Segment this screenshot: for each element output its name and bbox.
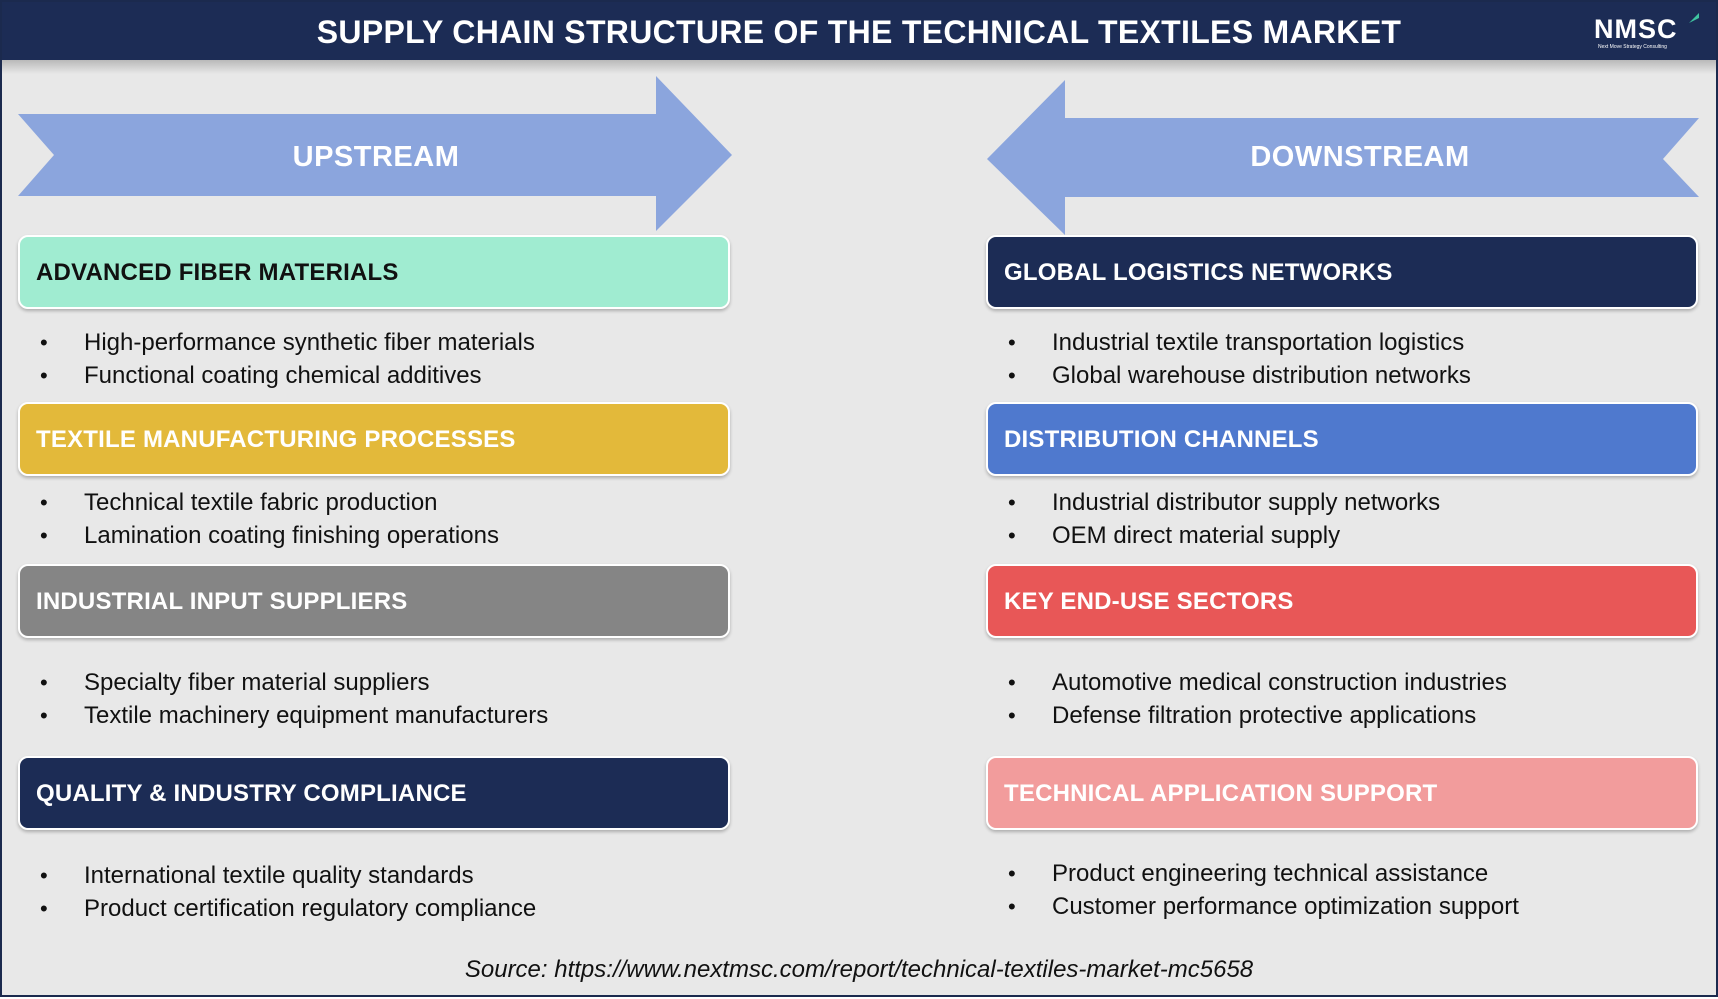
advanced-fiber-bullets: • High-performance synthetic fiber materi… — [18, 326, 535, 392]
quality-compliance-bullets: • International textile quality standards… — [18, 859, 536, 925]
downstream-box-global-logistics-networks: GLOBAL LOGISTICS NETWORKS — [986, 235, 1698, 309]
list-item: • High-performance synthetic fiber materi… — [18, 326, 535, 359]
bullet-text: Defense filtration protective applicatio… — [1052, 702, 1477, 729]
downstream-box-technical-application-support: TECHNICAL APPLICATION SUPPORT — [986, 756, 1698, 830]
logo-text: NMSC — [1594, 14, 1678, 44]
list-item: • Global warehouse distribution networks — [986, 359, 1471, 392]
upstream-box-textile-manufacturing-processes: TEXTILE MANUFACTURING PROCESSES — [18, 402, 730, 476]
bullet-text: Global warehouse distribution networks — [1052, 362, 1471, 389]
bullet-text: Industrial textile transportation logist… — [1052, 329, 1465, 356]
bullet-text: OEM direct material supply — [1052, 522, 1341, 549]
list-item: • International textile quality standards — [18, 859, 536, 892]
distribution-channels-bullets: •Industrial distributor supply networks … — [986, 486, 1440, 552]
bullet-text: Specialty fiber material suppliers — [84, 669, 430, 696]
downstream-box-distribution-channels: DISTRIBUTION CHANNELS — [986, 402, 1698, 476]
bullet-text: Textile machinery equipment manufacturer… — [84, 702, 549, 729]
bullet-icon: • — [40, 896, 48, 921]
bullet-icon: • — [1008, 363, 1016, 388]
bullet-text: Customer performance optimization suppor… — [1052, 893, 1519, 920]
upstream-box-quality-industry-compliance: QUALITY & INDUSTRY COMPLIANCE — [18, 756, 730, 830]
downstream-box-key-end-use-sectors: KEY END-USE SECTORS — [986, 564, 1698, 638]
box-title: TECHNICAL APPLICATION SUPPORT — [1004, 780, 1438, 807]
bullet-text: High-performance synthetic fiber materia… — [84, 329, 535, 356]
bullet-text: Product certification regulatory complia… — [84, 895, 537, 922]
bullet-text: Lamination coating finishing operations — [84, 522, 499, 549]
box-title: KEY END-USE SECTORS — [1004, 588, 1294, 615]
page-title: SUPPLY CHAIN STRUCTURE OF THE TECHNICAL … — [316, 14, 1402, 50]
list-item: • Industrial distributor supply networks — [986, 486, 1440, 519]
header-shadow — [2, 60, 1716, 74]
box-title: GLOBAL LOGISTICS NETWORKS — [1004, 259, 1393, 286]
bullet-icon: • — [1008, 523, 1016, 548]
downstream-arrow — [987, 80, 1699, 235]
bullet-icon: • — [1008, 490, 1016, 515]
downstream-arrow-shape — [987, 80, 1699, 235]
list-item: • Defense filtration protective applicati… — [986, 699, 1507, 732]
box-title: DISTRIBUTION CHANNELS — [1004, 426, 1319, 453]
bullet-icon: • — [40, 330, 48, 355]
bullet-text: Technical textile fabric production — [84, 489, 438, 516]
list-item: • Automotive medical construction industr… — [986, 666, 1507, 699]
bullet-text: Product engineering technical assistance — [1052, 860, 1489, 887]
bullet-icon: • — [1008, 330, 1016, 355]
bullet-icon: • — [40, 490, 48, 515]
bullet-text: Automotive medical construction industri… — [1052, 669, 1507, 696]
bullet-icon: • — [1008, 861, 1016, 886]
box-title: ADVANCED FIBER MATERIALS — [36, 259, 399, 286]
bullet-text: International textile quality standards — [84, 862, 474, 889]
logo-accent-icon — [1689, 13, 1699, 23]
list-item: • Customer performance optimization suppo… — [986, 890, 1519, 923]
key-end-use-bullets: • Automotive medical construction industr… — [986, 666, 1507, 732]
industrial-input-bullets: • Specialty fiber material suppliers • Tex… — [18, 666, 548, 732]
source-citation: Source: https://www.nextmsc.com/report/t… — [464, 956, 1254, 983]
list-item: • Product certification regulatory compli… — [18, 892, 536, 925]
technical-support-bullets: • Product engineering technical assistanc… — [986, 857, 1519, 923]
list-item: • Textile machinery equipment manufacture… — [18, 699, 548, 732]
upstream-arrow-shape — [18, 76, 732, 231]
nmsc-logo: NMSC Next Move Strategy Consulting — [1594, 12, 1699, 52]
logo-subtext: Next Move Strategy Consulting — [1598, 44, 1667, 50]
bullet-icon: • — [40, 863, 48, 888]
bullet-icon: • — [1008, 670, 1016, 695]
list-item: • Lamination coating finishing operations — [18, 519, 499, 552]
bullet-icon: • — [1008, 894, 1016, 919]
list-item: • Technical textile fabric production — [18, 486, 499, 519]
list-item: • Functional coating chemical additives — [18, 359, 535, 392]
upstream-box-advanced-fiber-materials: ADVANCED FIBER MATERIALS — [18, 235, 730, 309]
list-item: • Specialty fiber material suppliers — [18, 666, 548, 699]
upstream-label: UPSTREAM — [292, 141, 460, 173]
bullet-icon: • — [40, 670, 48, 695]
textile-manufacturing-bullets: • Technical textile fabric production • La… — [18, 486, 499, 552]
bullet-text: Industrial distributor supply networks — [1052, 489, 1441, 516]
list-item: • OEM direct material supply — [986, 519, 1440, 552]
box-title: INDUSTRIAL INPUT SUPPLIERS — [36, 588, 408, 615]
upstream-box-industrial-input-suppliers: INDUSTRIAL INPUT SUPPLIERS — [18, 564, 730, 638]
bullet-icon: • — [40, 703, 48, 728]
bullet-icon: • — [1008, 703, 1016, 728]
list-item: • Industrial textile transportation logis… — [986, 326, 1471, 359]
bullet-icon: • — [40, 363, 48, 388]
downstream-label: DOWNSTREAM — [1250, 141, 1470, 173]
header-bar: SUPPLY CHAIN STRUCTURE OF THE TECHNICAL … — [2, 2, 1716, 60]
box-title: TEXTILE MANUFACTURING PROCESSES — [36, 426, 516, 453]
box-title: QUALITY & INDUSTRY COMPLIANCE — [36, 780, 467, 807]
bullet-text: Functional coating chemical additives — [84, 362, 482, 389]
global-logistics-bullets: • Industrial textile transportation logis… — [986, 326, 1471, 392]
upstream-arrow — [18, 76, 732, 231]
list-item: • Product engineering technical assistanc… — [986, 857, 1519, 890]
bullet-icon: • — [40, 523, 48, 548]
